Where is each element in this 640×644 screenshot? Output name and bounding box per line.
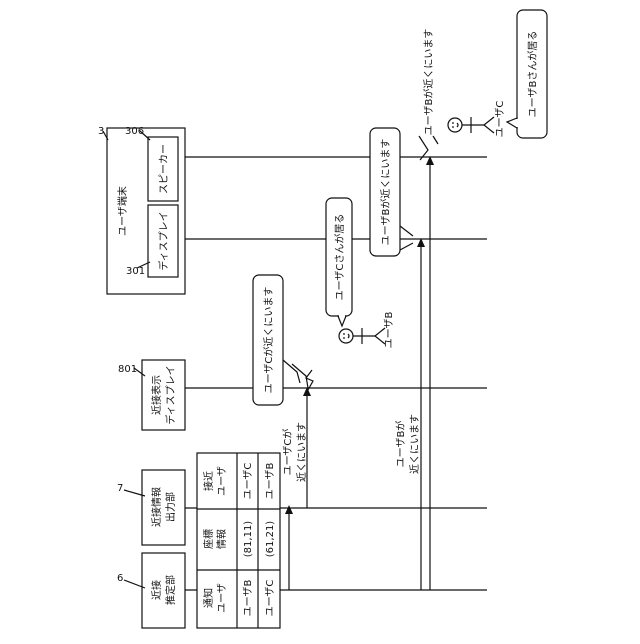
proximity-display-box: [142, 360, 185, 430]
display-label: ディスプレイ: [157, 211, 170, 270]
speaker-label: スピーカー: [158, 144, 170, 194]
ref-estimator: 6: [117, 573, 123, 584]
person-c: [448, 117, 494, 133]
bubble-display-b-text: ユーザBが近くにいます: [379, 139, 392, 246]
burst-lines: [400, 226, 413, 250]
ref-display: 301: [126, 266, 145, 277]
table-cell: ユーザB: [242, 580, 254, 617]
output-box: [142, 470, 185, 545]
burst-lines: [283, 360, 308, 388]
msg-label-b-near-1: ユーザBが: [394, 421, 407, 468]
output-label-2: 出力部: [164, 492, 177, 522]
table-cell: ユーザC: [242, 463, 254, 500]
proximity-display-label-1: 近接表示: [150, 375, 163, 415]
bubble-tail: [507, 118, 517, 128]
user-terminal-label: ユーザ端末: [116, 186, 129, 236]
proximity-table: 通知 ユーザ 座標 情報 接近 ユーザ ユーザB (81,11) ユーザC ユー…: [197, 453, 280, 628]
person-b-label: ユーザB: [383, 312, 395, 349]
table-header-notify-1: 通知: [202, 588, 215, 608]
sound-wave: [433, 136, 438, 144]
person-b: [339, 328, 385, 344]
msg-label-c-near-2: 近くにいます: [295, 422, 308, 482]
bubble-user-c-thought-text: ユーザBさんが居る: [526, 31, 539, 118]
person-c-label: ユーザC: [494, 101, 506, 138]
proximity-display-label-2: ディスプレイ: [164, 365, 177, 424]
estimator-label-1: 近接: [150, 580, 163, 600]
msg-label-c-near-1: ユーザCが: [281, 429, 294, 476]
table-header-coord-1: 座標: [202, 529, 215, 549]
bubble-tail: [338, 316, 346, 326]
output-label-1: 近接情報: [150, 487, 163, 527]
table-header-coord-2: 情報: [215, 529, 228, 549]
bubble-user-b-thought-text: ユーザCさんが居る: [333, 214, 346, 301]
bubble-proximity-display-text: ユーザCが近くにいます: [262, 287, 275, 394]
ref-output: 7: [117, 483, 123, 494]
msg-label-b-near-2: 近くにいます: [408, 414, 421, 474]
table-header-approach-2: ユーザ: [216, 466, 228, 496]
table-header-notify-2: ユーザ: [216, 583, 228, 613]
ref-proximity-display: 801: [118, 364, 137, 375]
table-cell: ユーザC: [264, 580, 276, 617]
arrow-head: [285, 505, 293, 514]
table-header-approach-1: 接近: [202, 471, 215, 491]
estimator-label-2: 推定部: [164, 575, 177, 605]
table-cell: ユーザB: [264, 463, 276, 500]
table-cell: (61,21): [265, 521, 276, 558]
estimator-box: [142, 553, 185, 628]
speech-speaker-b-text: ユーザBが近くにいます: [422, 29, 435, 136]
table-cell: (81,11): [243, 521, 254, 558]
